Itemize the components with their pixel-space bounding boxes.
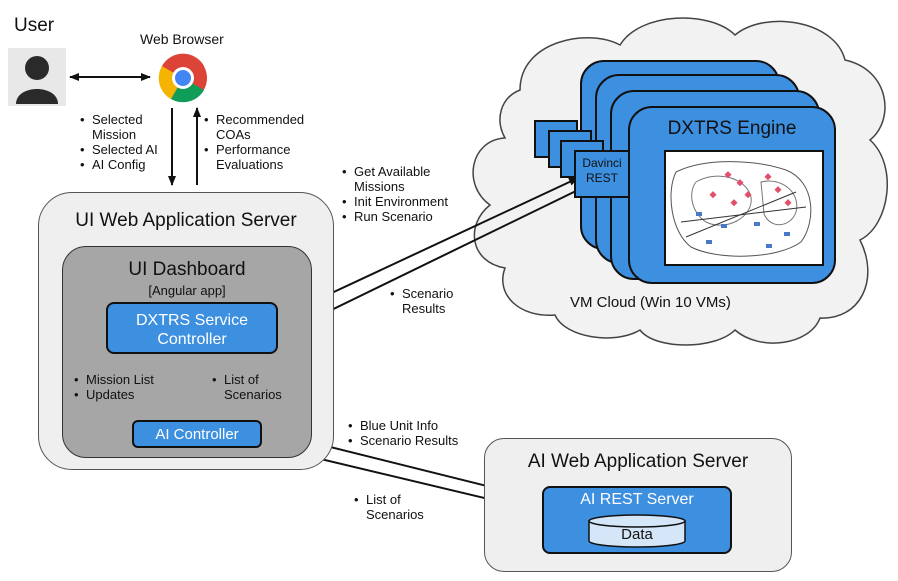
list-item: •Selected AI [80,142,158,157]
chrome-icon [158,53,208,103]
list-item: •Scenario Results [348,433,459,448]
list-item: •Mission List [74,372,154,387]
list-item: •Recommended [204,112,305,127]
browser-to-server-list: •Selected Mission •Selected AI •AI Confi… [80,112,158,172]
list-item: •Get Available [342,164,431,179]
ai-controller: AI Controller [132,420,262,448]
list-item: Mission [92,127,137,142]
ai-request-list: •Blue Unit Info •Scenario Results [348,418,458,448]
list-item: •Init Environment [342,194,448,209]
cloud-request-list: •Get Available Missions •Init Environmen… [342,164,448,224]
list-item: •List of [354,492,401,507]
service-controller-line1: DXTRS Service [135,312,249,329]
user-icon [8,48,66,106]
list-item: •Scenario [390,286,454,301]
ui-server-title: UI Web Application Server [75,210,297,231]
ai-rest-label: AI REST Server [580,491,694,508]
davinci-line1: Davinci [582,156,622,170]
list-item: •List of [212,372,259,387]
list-item: Scenarios [366,507,424,522]
cloud-label: VM Cloud (Win 10 VMs) [570,294,731,311]
scenario-list-label: •List of Scenarios [212,372,282,402]
list-item: Evaluations [216,157,284,172]
browser-label: Web Browser [140,31,224,47]
list-item: •Performance [204,142,291,157]
davinci-line2: REST [585,171,618,185]
dxtrs-service-controller: DXTRS Service Controller [106,302,278,354]
ai-results-list: •List of Scenarios [354,492,424,522]
mission-updates-list: •Mission List •Updates [74,372,154,402]
data-store-icon [588,514,686,548]
cloud-results-list: •Scenario Results [390,286,453,316]
list-item: Missions [354,179,405,194]
data-store-label: Data [621,526,653,543]
list-item: •Selected [80,112,143,127]
ai-controller-label: AI Controller [155,426,239,443]
user-label: User [14,15,55,36]
list-item: Scenarios [224,387,282,402]
ai-server-title: AI Web Application Server [527,451,749,472]
server-to-browser-list: •Recommended COAs •Performance Evaluatio… [204,112,304,172]
engine-title: DXTRS Engine [667,118,797,139]
list-item: •Blue Unit Info [348,418,439,433]
list-item: •Run Scenario [342,209,433,224]
davinci-rest: Davinci REST [574,150,630,198]
service-controller-line2: Controller [157,331,227,348]
list-item: •Updates [74,387,135,402]
list-item: COAs [216,127,251,142]
list-item: •AI Config [80,157,146,172]
scenario-map-image [664,150,824,266]
dashboard-subtitle: [Angular app] [148,283,226,298]
list-item: Results [402,301,446,316]
dashboard-title: UI Dashboard [128,259,246,280]
